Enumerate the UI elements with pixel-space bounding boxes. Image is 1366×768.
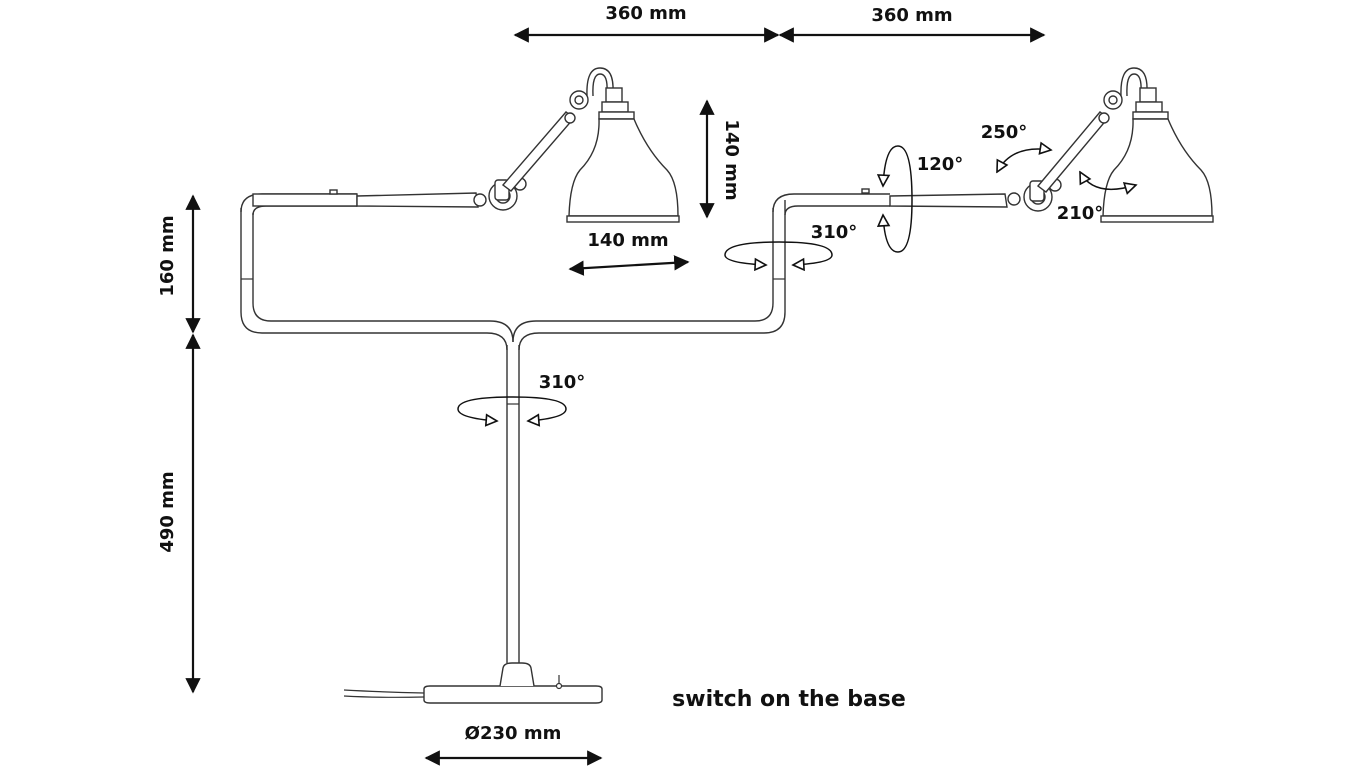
left-arm <box>252 67 614 211</box>
left-shade <box>566 87 680 223</box>
stem-rotation-label: 310° <box>539 372 586 393</box>
base-diameter-label: Ø230 mm <box>465 723 562 744</box>
shade-width-label: 140 mm <box>587 230 668 251</box>
arm-tilt-rotation-arrow <box>883 145 913 253</box>
lamp-base <box>343 662 603 704</box>
arm-height-label: 160 mm <box>157 215 178 296</box>
arm-right-label: 360 mm <box>871 5 952 26</box>
arm-left-label: 360 mm <box>605 3 686 24</box>
stem-height-label: 490 mm <box>157 471 178 552</box>
shade-swivel-rotation-label: 250° <box>981 122 1028 143</box>
shade-swivel-rotation-arrow <box>997 149 1051 172</box>
shade-width-dimension-arrow <box>568 255 690 276</box>
right-arm <box>861 67 1148 212</box>
stem-rotation-arrow <box>457 396 567 421</box>
shade-tilt-rotation-label: 210° <box>1057 203 1104 224</box>
switch-note: switch on the base <box>672 687 906 712</box>
dimension-arrows <box>185 27 1046 766</box>
labels: 360 mm 360 mm 140 mm 140 mm 160 mm 490 m… <box>157 3 1103 744</box>
lamp-stem <box>506 345 520 663</box>
lamp-crossbar <box>240 193 890 351</box>
shade-tilt-rotation-arrow <box>1080 172 1136 189</box>
shade-height-label: 140 mm <box>721 119 742 200</box>
arm-tilt-rotation-label: 120° <box>917 154 964 175</box>
arm-joint-rotation-arrow <box>724 241 833 265</box>
arm-joint-rotation-label: 310° <box>811 222 858 243</box>
rotation-indicators <box>457 145 1136 421</box>
